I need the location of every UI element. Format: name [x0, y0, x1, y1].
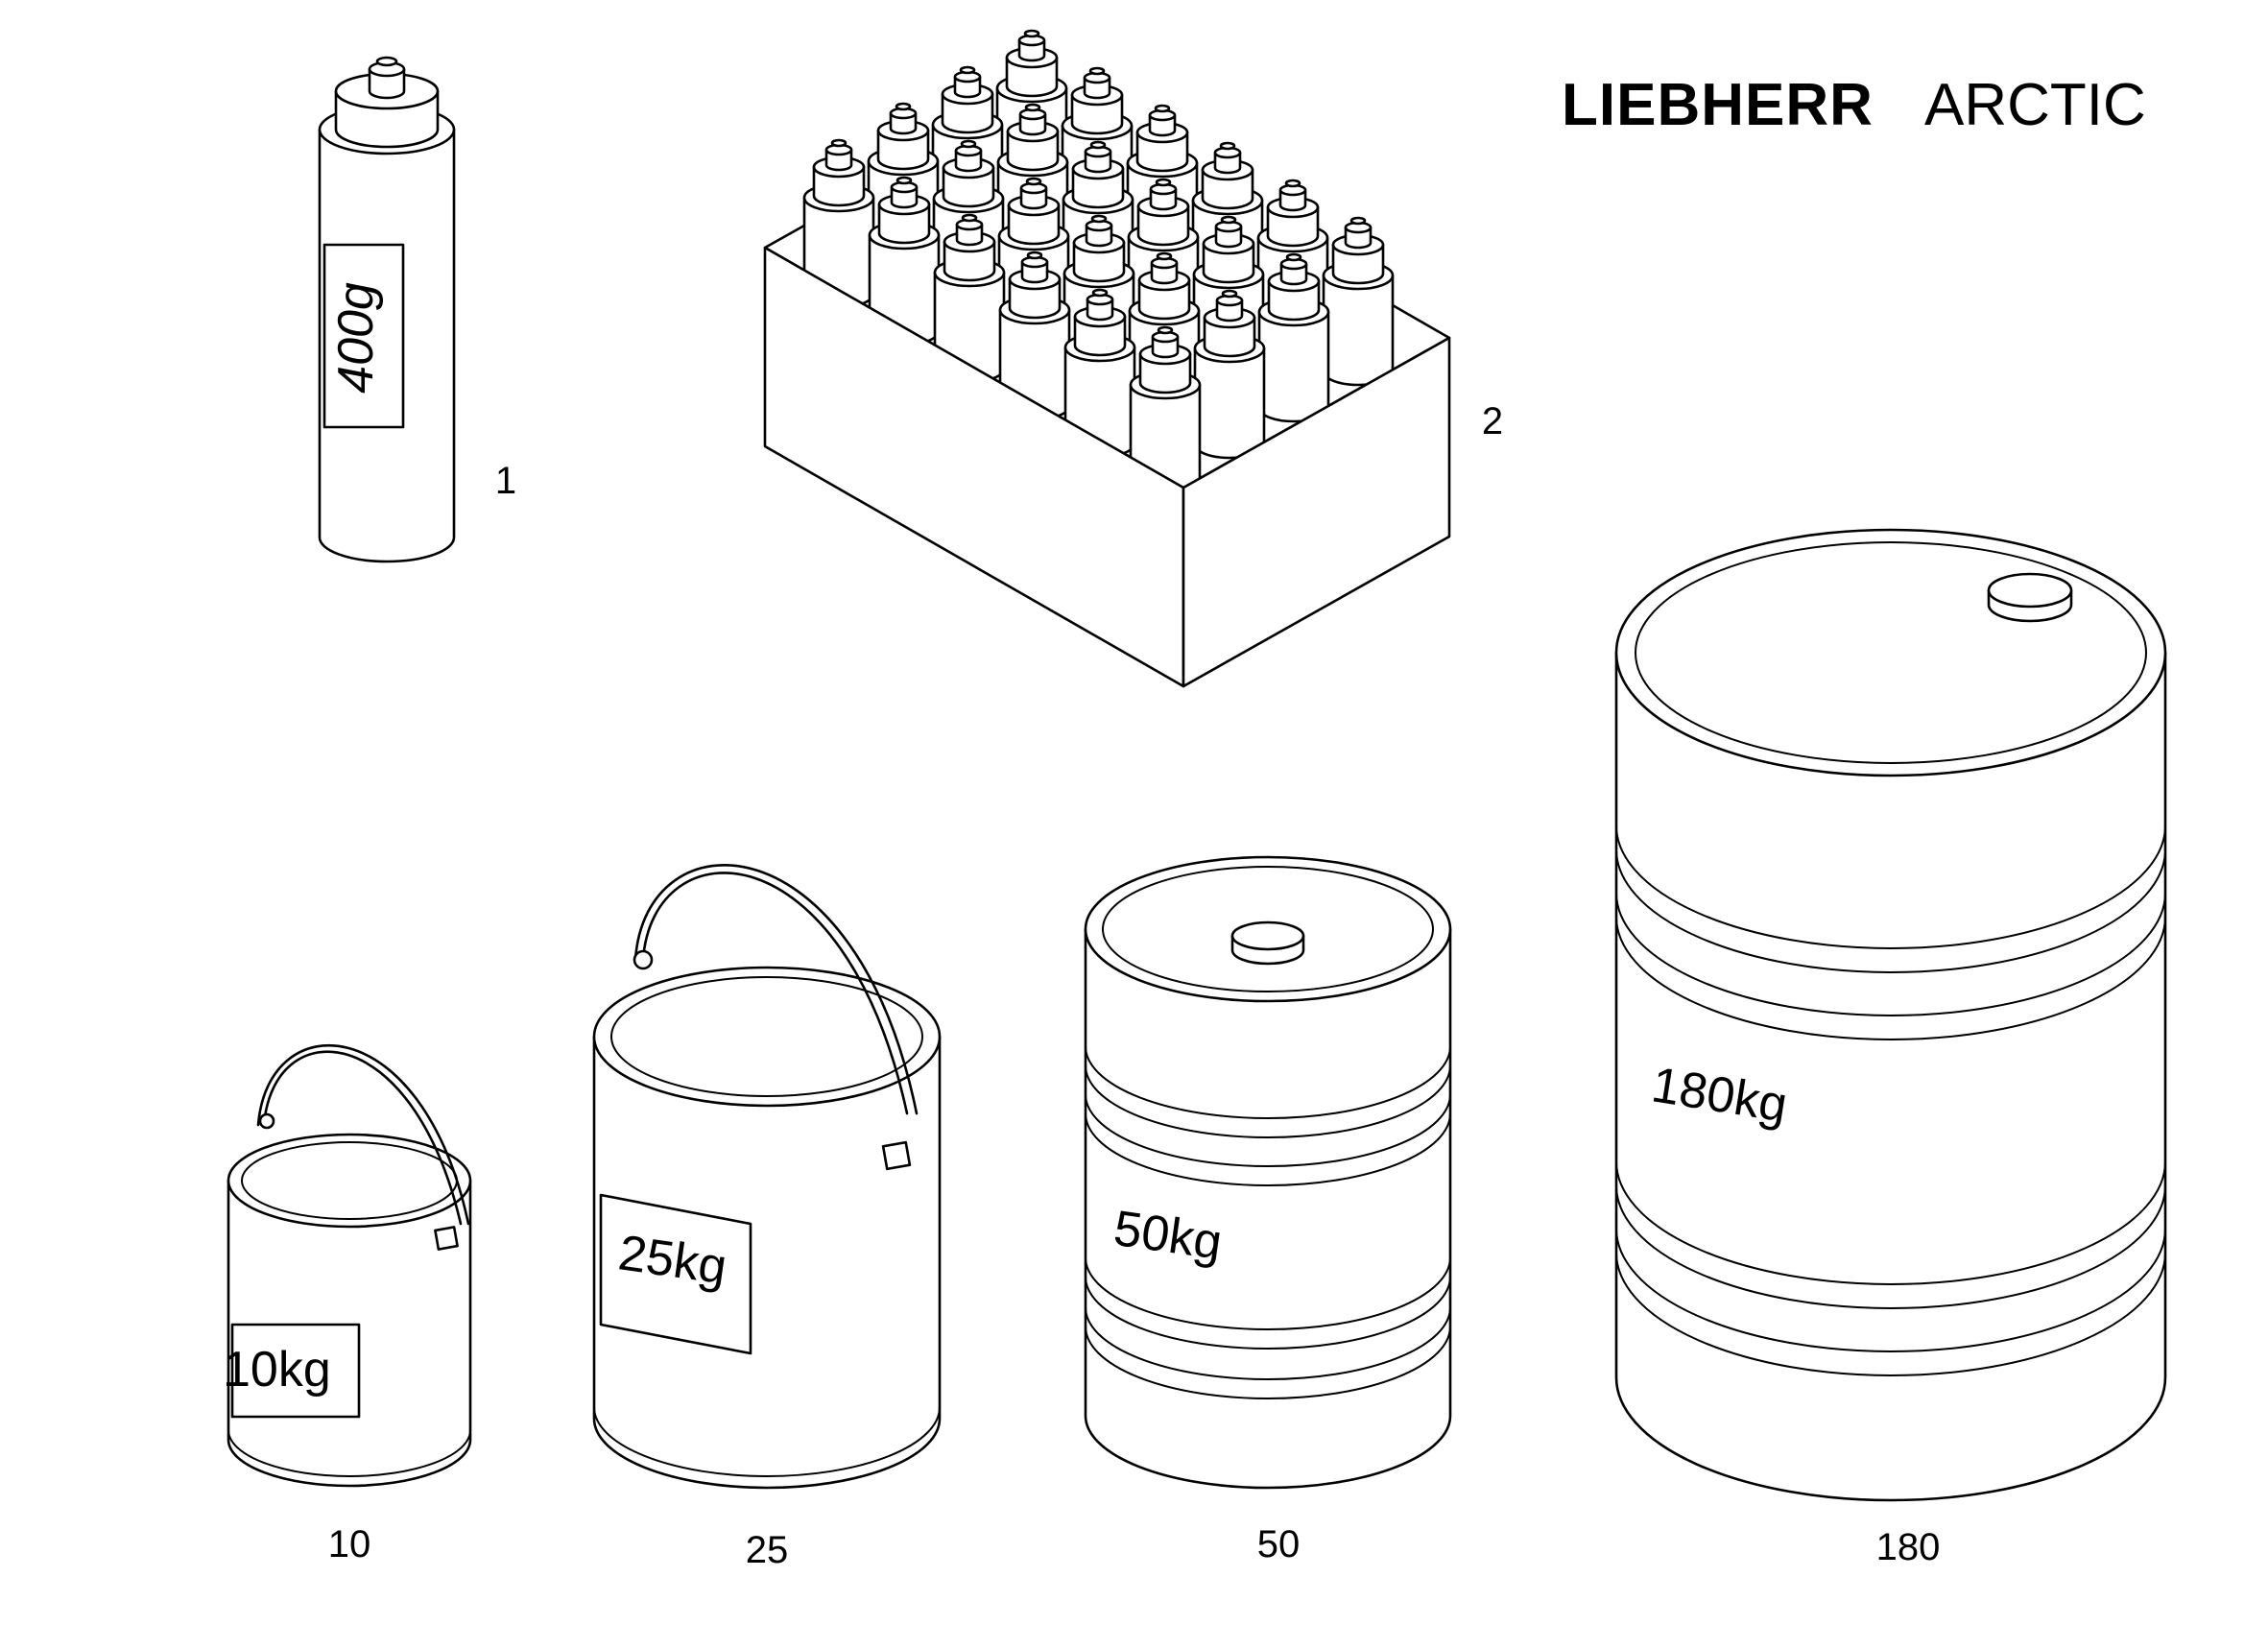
drum-body: [1084, 927, 1452, 1490]
small-bucket-label: [230, 1323, 361, 1419]
bucket-10kg: 10kg 10: [223, 1043, 472, 1565]
barrel-180kg: 180kg 180: [1614, 528, 2167, 1568]
barrel-lid: [1614, 528, 2167, 777]
callout-1: 1: [495, 460, 516, 502]
box-cartridge: [1257, 252, 1330, 423]
box-cartridge: [1193, 289, 1266, 460]
liebherr-arctic-logo: LIEBHERR ARCTIC: [1562, 72, 2146, 138]
bucket-handle: [641, 872, 909, 1115]
drum-50kg: 50kg 50: [1084, 855, 1452, 1565]
cartridge-box: 2: [763, 29, 1503, 688]
callout-180: 180: [1876, 1526, 1941, 1568]
cartridge-label: [322, 243, 405, 429]
logo-product: ARCTIC: [1924, 72, 2146, 138]
cartridge-400g: 400g 1: [318, 56, 516, 563]
callout-50: 50: [1257, 1523, 1301, 1565]
bucket-label: [599, 1193, 752, 1355]
bucket-body: [592, 1035, 942, 1490]
box-cartridge: [1322, 216, 1395, 387]
logo-brand: LIEBHERR: [1562, 72, 1874, 138]
cartridge-nozzle: [368, 67, 406, 100]
box-side-face: [1182, 336, 1451, 688]
callout-25: 25: [746, 1529, 789, 1571]
small-bucket-label-text: 10kg: [223, 1342, 331, 1398]
bucket-25kg: 25kg 25: [592, 864, 942, 1571]
callout-10: 10: [328, 1523, 371, 1565]
bucket-rim: [592, 966, 942, 1108]
small-bucket-handle: [262, 1050, 463, 1226]
barrel-body: [1614, 651, 2167, 1502]
cartridge-label-text: 400g: [328, 282, 384, 394]
callout-2: 2: [1482, 400, 1503, 442]
small-bucket-rim: [227, 1133, 472, 1229]
